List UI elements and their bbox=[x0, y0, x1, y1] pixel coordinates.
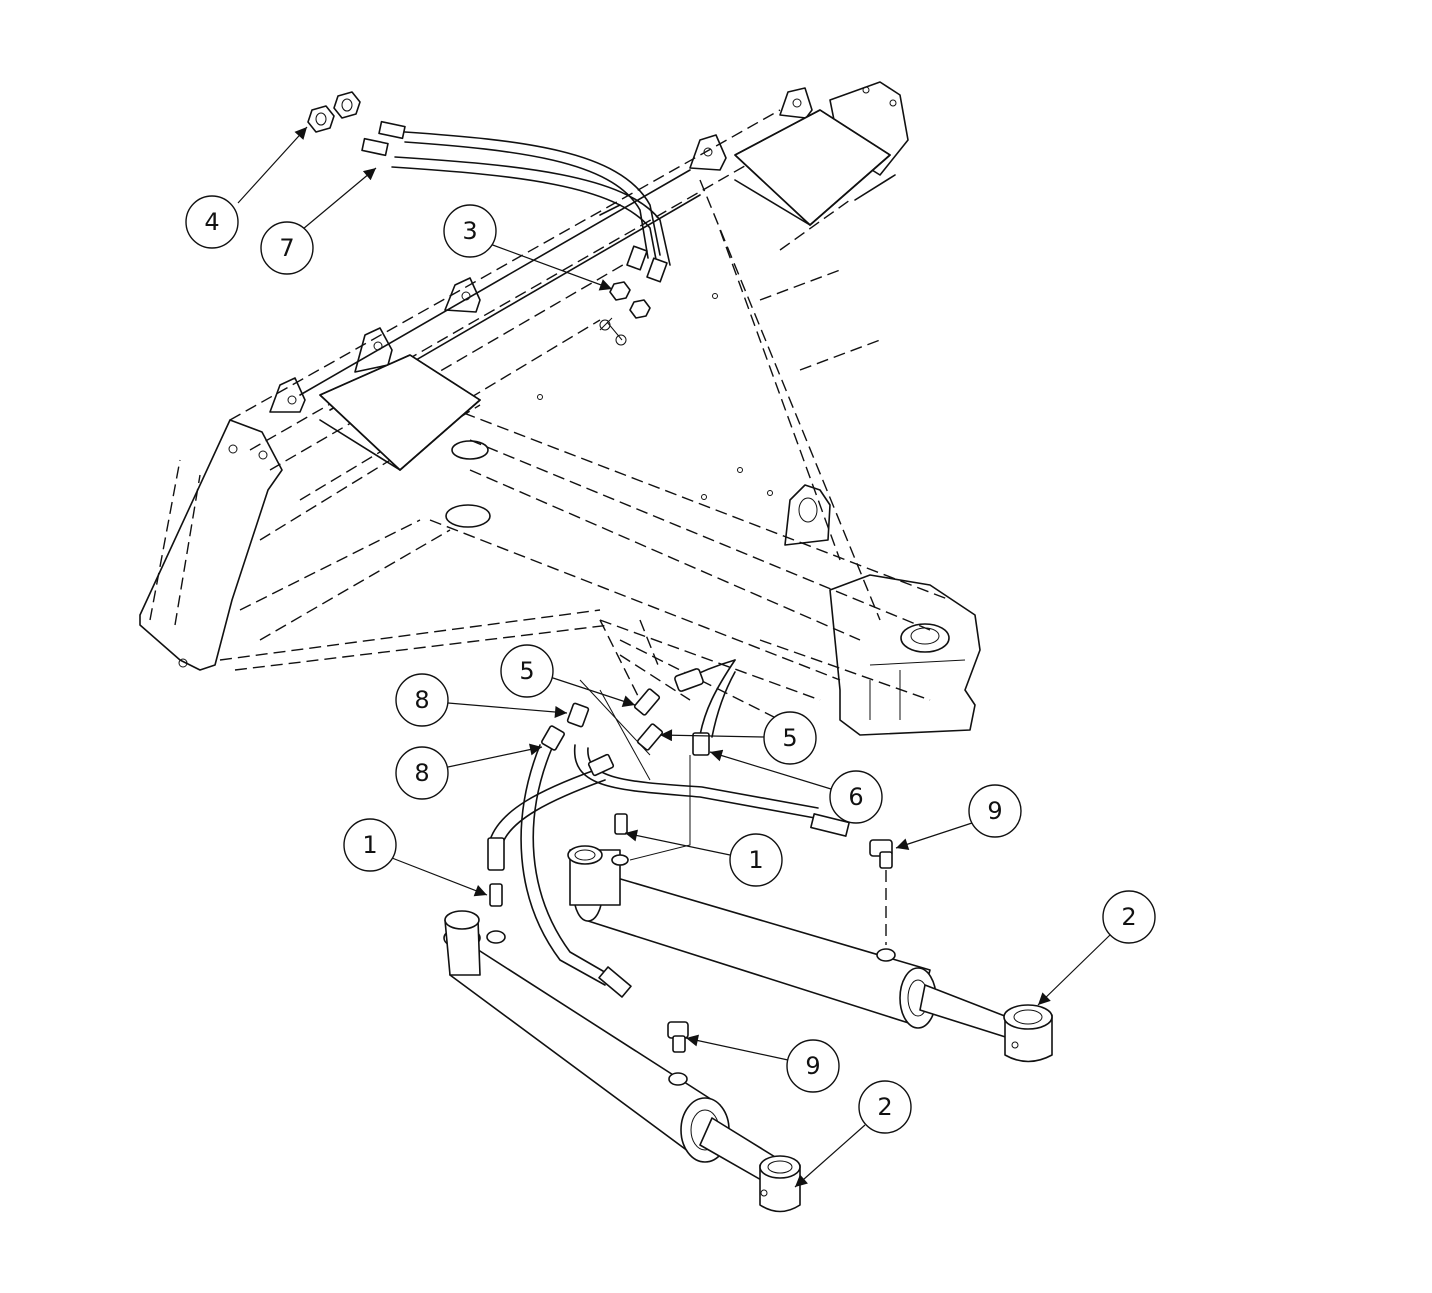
callout-label: 6 bbox=[848, 783, 863, 811]
callout-2-right: 2 bbox=[1037, 890, 1156, 1006]
callout-6: 6 bbox=[709, 749, 883, 824]
callout-9-upper: 9 bbox=[895, 784, 1022, 850]
callout-3: 3 bbox=[443, 204, 613, 291]
callout-label: 2 bbox=[1121, 903, 1136, 931]
callout-label: 8 bbox=[414, 686, 429, 714]
foot-pedal-right bbox=[734, 109, 891, 226]
callout-label: 9 bbox=[987, 797, 1002, 825]
callout-label: 2 bbox=[877, 1093, 892, 1121]
cylinder-left bbox=[443, 910, 801, 1213]
caps-item-4 bbox=[307, 91, 361, 133]
callout-label: 9 bbox=[805, 1052, 820, 1080]
callout-5-upper: 5 bbox=[500, 644, 636, 707]
callout-label: 5 bbox=[519, 657, 534, 685]
callout-9-lower: 9 bbox=[685, 1034, 840, 1093]
callout-label: 1 bbox=[362, 831, 377, 859]
callout-label: 8 bbox=[414, 759, 429, 787]
frame bbox=[149, 109, 951, 731]
foot-pedal-left bbox=[319, 354, 481, 471]
callout-4: 4 bbox=[185, 126, 308, 249]
callout-8-upper: 8 bbox=[395, 673, 568, 727]
callout-1-right: 1 bbox=[624, 829, 783, 887]
callouts: 4 7 3 5 8 5 8 bbox=[185, 126, 1156, 1188]
nuts-item-3 bbox=[599, 281, 651, 346]
callout-8-lower: 8 bbox=[395, 743, 543, 800]
callout-label: 5 bbox=[782, 724, 797, 752]
callout-label: 1 bbox=[748, 846, 763, 874]
callout-1-left: 1 bbox=[343, 818, 488, 897]
upper-hoses bbox=[361, 120, 671, 283]
cylinder-right bbox=[567, 845, 1053, 1063]
callout-2-left: 2 bbox=[794, 1080, 912, 1188]
callout-7: 7 bbox=[260, 167, 377, 275]
lower-hoses bbox=[487, 659, 893, 1053]
callout-label: 7 bbox=[279, 234, 294, 262]
callout-5-lower: 5 bbox=[659, 711, 817, 765]
callout-label: 4 bbox=[204, 208, 219, 236]
callout-label: 3 bbox=[462, 217, 477, 245]
